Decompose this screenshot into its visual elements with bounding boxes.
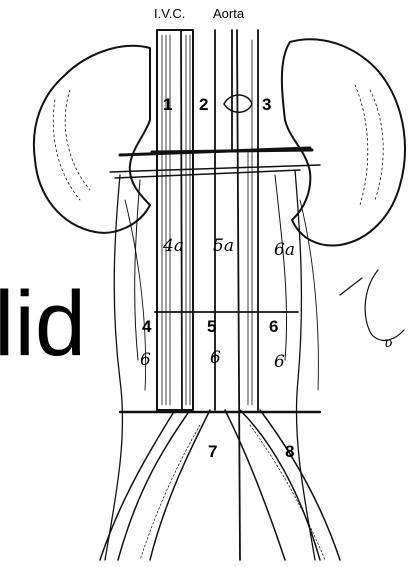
zone-5-label: 5: [207, 318, 216, 335]
upper-boundary-line: [152, 150, 312, 152]
side-wall-right: [300, 200, 318, 390]
overlay-text: lid: [0, 278, 86, 370]
right-kidney: [282, 39, 405, 245]
handwritten-margin-mark: ʋ: [384, 336, 393, 350]
aorta-label: Aorta: [213, 7, 244, 20]
handwritten-6-left: 6: [140, 352, 151, 369]
zone-8-label: 8: [285, 443, 294, 460]
handwritten-tick-mark: [340, 278, 362, 295]
right-kidney-shading: [355, 85, 383, 205]
zone-6-label: 6: [269, 318, 278, 335]
iliac-vessels-right: [225, 410, 340, 560]
handwritten-6a: 6a: [274, 242, 295, 259]
left-gonadal: [135, 180, 140, 360]
handwritten-6-right: 6: [274, 354, 285, 371]
zone-7-label: 7: [208, 443, 217, 460]
ivc-hatching: [162, 35, 190, 405]
aorta-hatching: [248, 40, 252, 405]
zone-1-label: 1: [163, 96, 172, 113]
left-kidney: [34, 46, 150, 233]
iliac-vessels-left: [100, 410, 210, 560]
zone-3-label: 3: [262, 96, 271, 113]
handwritten-4a: 4a: [163, 238, 184, 255]
handwritten-hook-mark: [365, 270, 404, 340]
zone-4-label: 4: [142, 318, 151, 335]
handwritten-6-middle: 6: [210, 350, 221, 367]
left-kidney-shading: [53, 90, 90, 200]
ivc-label: I.V.C.: [154, 7, 185, 20]
midline-vertical: [237, 30, 240, 560]
handwritten-5a: 5a: [213, 238, 234, 255]
zone-2-label: 2: [199, 96, 208, 113]
left-vertical-line: [181, 30, 182, 412]
